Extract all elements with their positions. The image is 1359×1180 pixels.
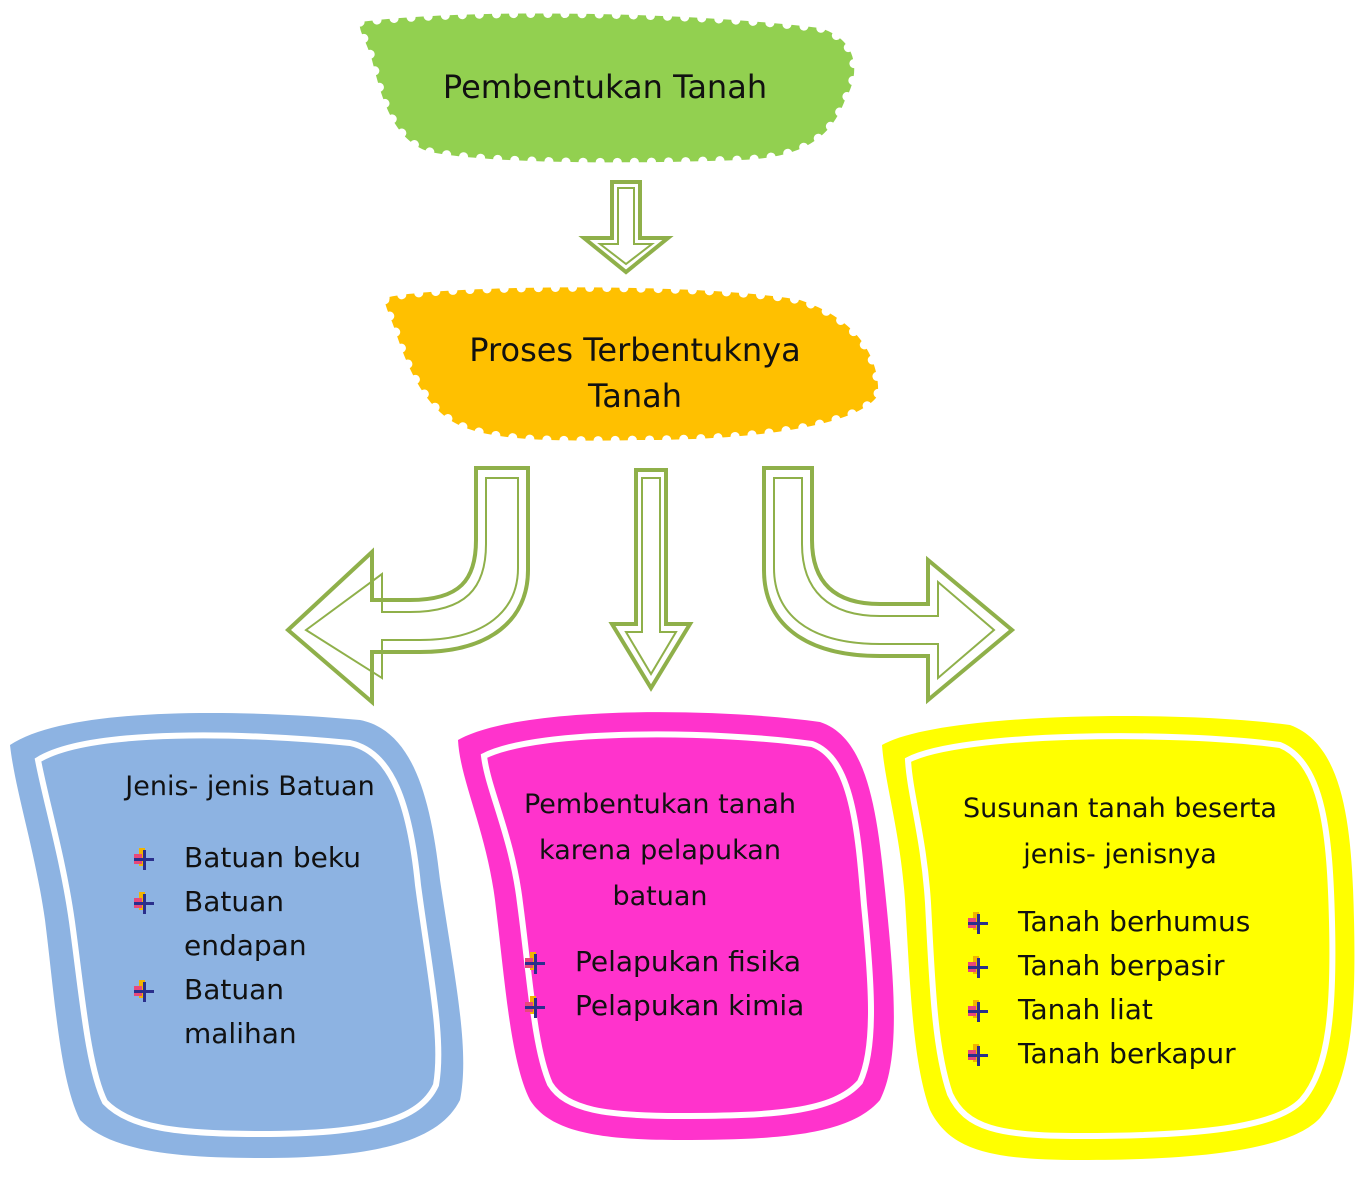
curved-arrow-right-icon [762, 466, 1016, 705]
bullet-icon [968, 1000, 990, 1022]
list-item: Tanah liat [968, 988, 1308, 1032]
list-item-line: Tanah berkapur [1018, 1037, 1236, 1070]
bullet-icon [134, 980, 156, 1002]
list-item-line: Batuan [184, 973, 284, 1006]
center-box-shape [458, 712, 894, 1140]
curved-arrow-left-icon [284, 466, 530, 707]
center-box-title-line: Pembentukan tanah [523, 789, 797, 820]
top-node-shape [355, 8, 859, 167]
right-box-title: Susunan tanah beserta jenis- jenisnya [955, 786, 1285, 878]
list-item: Batuan beku [134, 836, 394, 880]
right-box-title-line: Susunan tanah beserta [963, 793, 1277, 824]
list-item: Tanah berkapur [968, 1032, 1308, 1076]
list-item-line: Pelapukan kimia [575, 989, 805, 1022]
right-box-title-line: jenis- jenisnya [1023, 839, 1217, 870]
list-item: Pelapukan kimia [525, 984, 845, 1028]
list-item-line: endapan [184, 929, 307, 962]
right-box-list: Tanah berhumus Tanah berpasir Tanah liat… [968, 900, 1308, 1076]
list-item: Tanah berpasir [968, 944, 1308, 988]
list-item: Pelapukan fisika [525, 940, 845, 984]
list-item-line: Batuan [184, 885, 284, 918]
bullet-icon [525, 996, 547, 1018]
center-box-title-line: batuan [612, 881, 708, 912]
list-item-line: Tanah liat [1018, 993, 1153, 1026]
left-box-shape [10, 712, 464, 1158]
middle-node-shape [380, 282, 883, 446]
list-item-line: Tanah berhumus [1018, 905, 1251, 938]
bullet-icon [525, 952, 547, 974]
left-box-title: Jenis- jenis Batuan [125, 771, 375, 802]
right-box-shape [882, 716, 1355, 1160]
middle-node-label: Proses Terbentuknya Tanah [420, 327, 850, 419]
left-box-list: Batuan beku Batuan endapan Batuan maliha… [134, 836, 394, 1056]
list-item: Batuan endapan [134, 880, 394, 968]
list-item-line: Batuan beku [184, 841, 361, 874]
center-box-title: Pembentukan tanah karena pelapukan batua… [505, 782, 815, 920]
middle-node-label-line: Proses Terbentuknya [469, 331, 801, 369]
bullet-icon [968, 912, 990, 934]
list-item-line: Pelapukan fisika [575, 945, 801, 978]
list-item: Batuan malihan [134, 968, 394, 1056]
bullet-icon [134, 848, 156, 870]
center-box-list: Pelapukan fisika Pelapukan kimia [525, 940, 845, 1028]
arrow-down-icon [578, 180, 674, 275]
list-item: Tanah berhumus [968, 900, 1308, 944]
list-item-line: malihan [184, 1017, 297, 1050]
middle-node-label-line: Tanah [587, 377, 683, 415]
top-node-label: Pembentukan Tanah [442, 68, 768, 106]
list-item-line: Tanah berpasir [1018, 949, 1225, 982]
arrow-down-icon [608, 468, 694, 692]
center-box-title-line: karena pelapukan [539, 835, 781, 866]
bullet-icon [968, 1044, 990, 1066]
bullet-icon [134, 892, 156, 914]
bullet-icon [968, 956, 990, 978]
